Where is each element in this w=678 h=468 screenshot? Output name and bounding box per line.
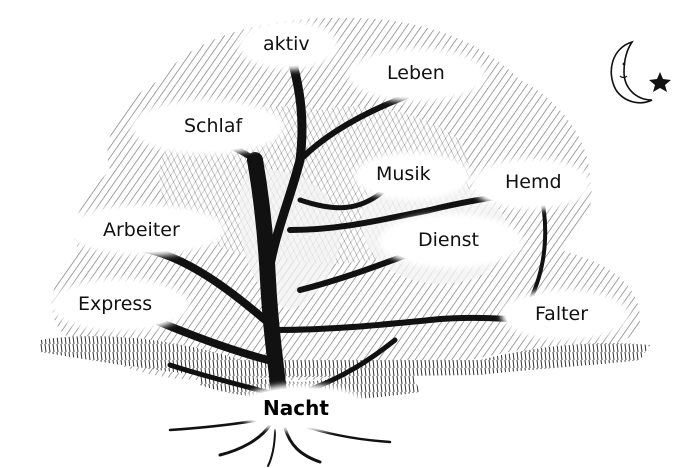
roots	[170, 420, 390, 466]
branch-label-aktiv: aktiv	[263, 35, 310, 54]
branch-label-dienst: Dienst	[418, 231, 479, 250]
branch-label-falter: Falter	[535, 305, 588, 324]
branch-label-hemd: Hemd	[505, 173, 562, 192]
root-label-nacht: Nacht	[263, 398, 329, 418]
branch-label-arbeiter: Arbeiter	[103, 221, 180, 240]
branch-label-musik: Musik	[376, 165, 431, 184]
star-icon	[649, 72, 671, 92]
crescent-moon-icon	[611, 42, 652, 103]
branch-label-leben: Leben	[387, 64, 445, 83]
branch-label-express: Express	[78, 295, 152, 314]
branch-label-schlaf: Schlaf	[184, 117, 242, 136]
